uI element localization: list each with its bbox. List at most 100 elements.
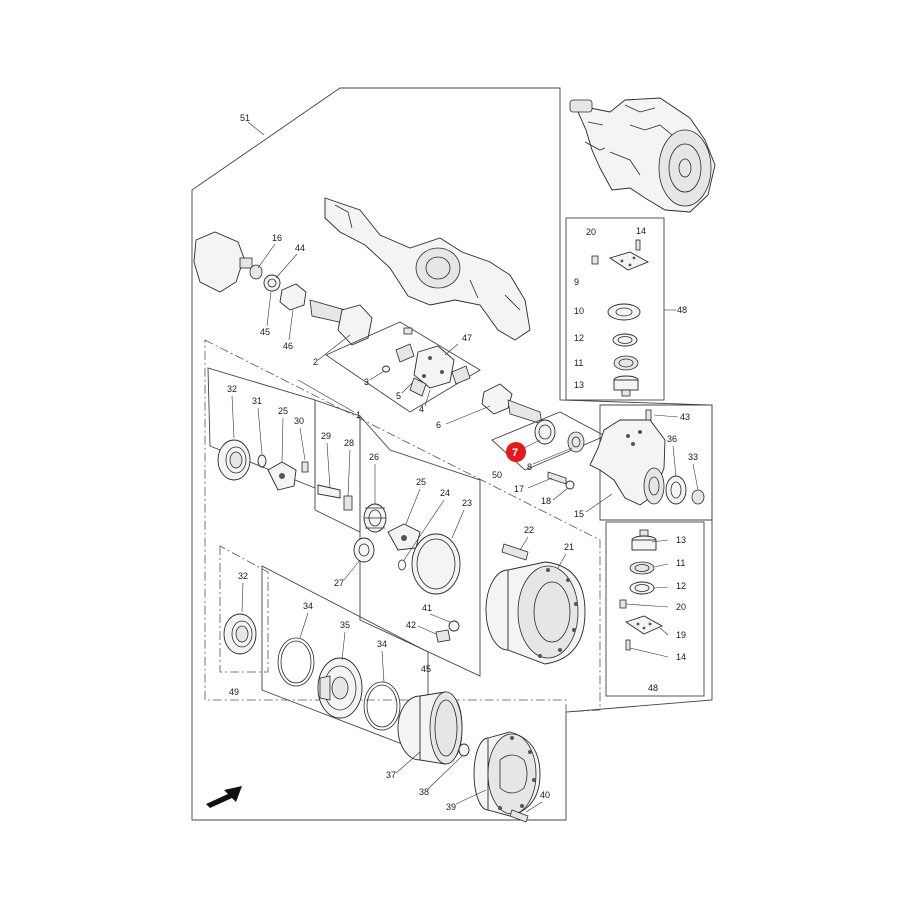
highlight-badge-7[interactable]: 7 [506,442,526,462]
callout-30: 30 [294,416,304,426]
callout-21: 21 [564,542,574,552]
callout-s11: 11 [676,558,685,568]
snap-ring-34-upper-illustration [277,637,315,687]
kit-48-lower-parts [619,529,664,651]
callout-37: 37 [386,770,396,780]
callout-18: 18 [541,496,551,506]
kit-box-47 [325,321,481,413]
ring-gear-37-illustration [397,691,463,765]
callout-29: 29 [321,431,331,441]
callout-r9: 9 [574,277,579,287]
kit-box-planet [359,414,481,677]
callout-s48: 48 [648,683,658,693]
callout-r12: 12 [574,333,584,343]
callout-33: 33 [688,452,698,462]
planet-carrier-39-illustration [473,731,541,817]
bearing-32-lower-illustration [223,613,257,655]
pin-30 [301,461,309,473]
callout-24: 24 [440,488,450,498]
washer-38 [458,743,470,757]
universal-joint-illustration [382,327,471,397]
kit-box-knuckle [599,404,713,521]
callout-5: 5 [396,391,401,401]
callout-17: 17 [514,484,524,494]
callout-r14: 14 [636,226,646,236]
seal-36-illustration [665,475,687,505]
callout-15: 15 [574,509,584,519]
callout-22: 22 [524,525,534,535]
kit-48-upper-parts [591,239,650,397]
highlight-label: 7 [512,447,518,459]
bolt-40 [509,809,529,823]
callout-r20: 20 [586,227,596,237]
drive-shaft-illustration [481,383,543,425]
callout-32a: 32 [227,384,237,394]
snap-ring-24 [398,559,406,571]
callout-42: 42 [406,620,416,630]
planet-gear-27-illustration [353,537,375,563]
callout-6: 6 [436,420,441,430]
bolt-22 [501,543,529,561]
ring-23-illustration [411,533,461,595]
callout-47: 47 [462,333,472,343]
axle-housing-illustration [324,197,531,341]
pin-29 [317,484,341,499]
callout-35: 35 [340,620,350,630]
bearing-7-illustration [534,419,585,453]
sub-assembly-frame-1 [204,339,601,713]
axle-overview-illustration [569,97,716,213]
bushing-33 [691,489,705,505]
callout-45: 45 [260,327,270,337]
callout-16: 16 [272,233,282,243]
callout-3: 3 [364,377,369,387]
callout-41: 41 [422,603,432,613]
callout-8: 8 [527,462,532,472]
callout-45b: 45 [421,664,431,674]
callout-r13: 13 [574,380,584,390]
sun-gear-35-illustration [317,657,363,719]
steering-knuckle-illustration [589,419,666,506]
kit-box-49 [219,545,269,673]
highlight-circle [506,442,526,462]
callout-49: 49 [229,687,239,697]
plug-41 [448,620,460,632]
flange-yoke-illustration [193,231,373,346]
callout-38: 38 [419,787,429,797]
callout-s13: 13 [676,535,686,545]
snap-ring-31 [257,454,267,468]
bearing-32-upper-illustration [217,439,251,481]
kit-box-48-lower [605,521,705,697]
callout-50: 50 [492,470,502,480]
snap-ring-34-lower-illustration [363,681,401,731]
needle-bearing-28 [343,495,353,511]
plug-42 [435,629,451,643]
kit-box-29-28 [314,399,361,533]
callout-34a: 34 [303,601,313,611]
callout-39: 39 [446,802,456,812]
callout-32b: 32 [238,571,248,581]
callout-46: 46 [283,341,293,351]
callout-23: 23 [462,498,472,508]
bolt-17 [547,471,567,485]
callout-r10: 10 [574,306,584,316]
washer-18 [565,480,575,490]
callout-44: 44 [295,243,305,253]
callout-36: 36 [667,434,677,444]
pin-43 [645,409,652,421]
wheel-hub-21-illustration [485,561,586,665]
planet-gear-26-illustration [363,503,387,533]
callout-4: 4 [419,404,424,414]
callout-25a: 25 [278,406,288,416]
callout-43: 43 [680,412,690,422]
callout-25b: 25 [416,477,426,487]
callout-31: 31 [252,396,262,406]
callout-26: 26 [369,452,379,462]
kit-box-48-upper [565,217,665,401]
callout-51: 51 [240,113,250,123]
callout-s12: 12 [676,581,686,591]
callout-s19: 19 [676,630,686,640]
direction-arrow-icon [206,786,242,808]
callout-28: 28 [344,438,354,448]
callout-34b: 34 [377,639,387,649]
